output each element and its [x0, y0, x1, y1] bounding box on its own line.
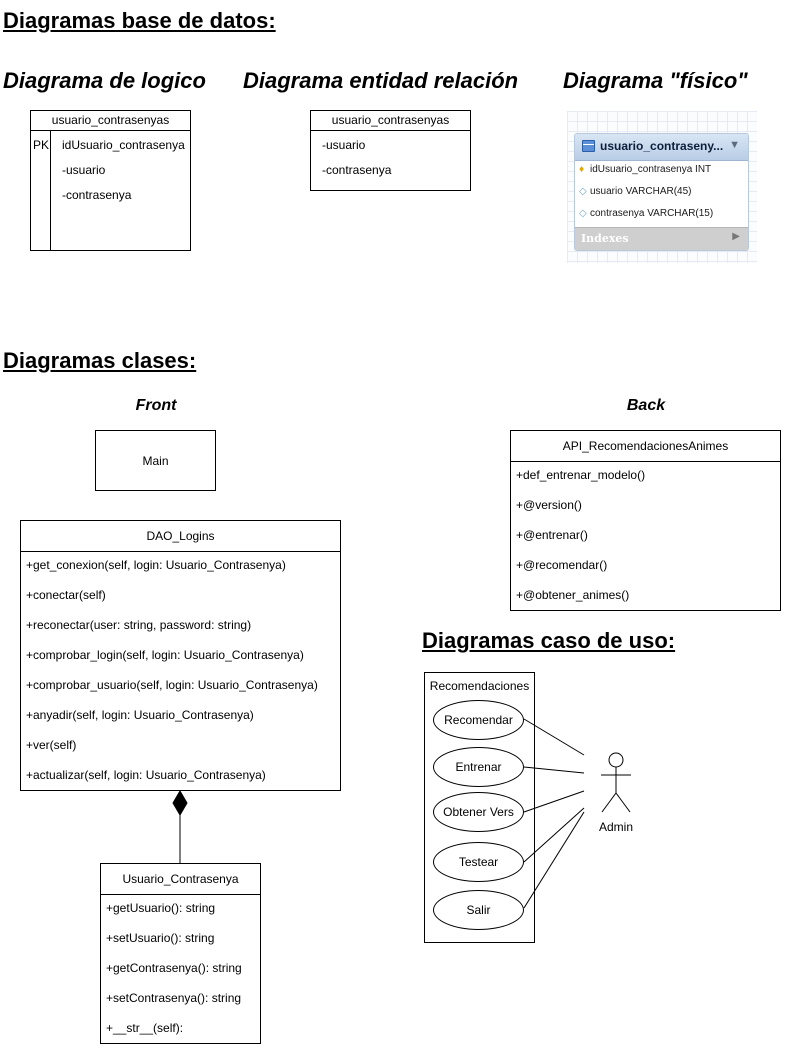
class-method: +conectar(self): [26, 588, 106, 602]
class-method: +setUsuario(): string: [106, 931, 215, 945]
use-case-entrenar[interactable]: Entrenar: [433, 747, 524, 787]
physical-table-header: usuario_contraseny... ▼: [575, 134, 748, 161]
diamond-icon: ◇: [579, 208, 587, 219]
composition-diamond-icon: [172, 790, 188, 816]
er-entity[interactable]: usuario_contrasenyas -usuario -contrasen…: [310, 110, 471, 191]
collapse-arrow-icon[interactable]: ▼: [729, 139, 740, 151]
heading-er-diagram: Diagrama entidad relación: [243, 68, 519, 93]
class-method: +actualizar(self, login: Usuario_Contras…: [26, 768, 266, 782]
table-icon: [582, 140, 595, 152]
class-method: +comprobar_usuario(self, login: Usuario_…: [26, 678, 318, 692]
class-method: +setContrasenya(): string: [106, 991, 242, 1005]
association-line: [523, 718, 585, 756]
diamond-icon: ◇: [579, 186, 587, 197]
er-entity-title: usuario_contrasenyas: [311, 111, 470, 131]
class-usuario-contrasenya-title: Usuario_Contrasenya: [101, 864, 260, 895]
logical-field: idUsuario_contrasenya: [62, 138, 185, 152]
logical-table-title: usuario_contrasenyas: [31, 111, 190, 131]
system-boundary-label: Recomendaciones: [429, 679, 530, 693]
class-usuario-contrasenya[interactable]: Usuario_Contrasenya +getUsuario(): strin…: [100, 863, 261, 1044]
association-line: [523, 790, 585, 813]
class-main-title: Main: [142, 453, 169, 468]
actor-icon: [601, 752, 631, 813]
class-method: +anyadir(self, login: Usuario_Contraseny…: [26, 708, 254, 722]
physical-column: ◇usuario VARCHAR(45): [579, 186, 692, 197]
heading-class-diagrams: Diagramas clases:: [3, 348, 197, 373]
class-api-recomendaciones-title: API_RecomendacionesAnimes: [511, 431, 780, 462]
logical-pk-divider: [50, 131, 51, 250]
class-method: +@entrenar(): [516, 528, 588, 542]
class-dao-logins[interactable]: DAO_Logins +get_conexion(self, login: Us…: [20, 520, 341, 791]
logical-table[interactable]: usuario_contrasenyas PK idUsuario_contra…: [30, 110, 191, 251]
physical-table[interactable]: usuario_contraseny... ▼ ♦idUsuario_contr…: [574, 133, 749, 251]
association-line: [523, 811, 585, 909]
heading-use-case-diagrams: Diagramas caso de uso:: [422, 628, 676, 653]
composition-connector: [172, 790, 188, 863]
heading-physical-diagram: Diagrama "físico": [563, 68, 748, 93]
heading-logical-diagram: Diagrama de logico: [3, 68, 206, 93]
use-case-salir[interactable]: Salir: [433, 890, 524, 930]
use-case-recomendar[interactable]: Recomendar: [433, 700, 524, 740]
class-method: +__str__(self):: [106, 1021, 184, 1035]
physical-column: ♦idUsuario_contrasenya INT: [579, 164, 712, 175]
class-method: +ver(self): [26, 738, 77, 752]
class-method: +getContrasenya(): string: [106, 961, 242, 975]
expand-arrow-icon[interactable]: ▶: [732, 231, 740, 242]
association-line: [523, 807, 585, 863]
association-line: [523, 766, 585, 774]
class-method: +get_conexion(self, login: Usuario_Contr…: [26, 558, 286, 572]
class-method: +getUsuario(): string: [106, 901, 216, 915]
logical-field: -usuario: [62, 163, 106, 177]
indexes-label: Indexes: [581, 232, 629, 245]
class-dao-logins-title: DAO_Logins: [21, 521, 340, 552]
use-case-obtener-vers[interactable]: Obtener Vers: [433, 792, 524, 832]
class-main[interactable]: Main: [95, 430, 216, 491]
class-api-recomendaciones[interactable]: API_RecomendacionesAnimes +def_entrenar_…: [510, 430, 781, 611]
heading-db-diagrams: Diagramas base de datos:: [3, 8, 276, 33]
class-method: +def_entrenar_modelo(): [516, 468, 646, 482]
actor-label: Admin: [598, 820, 633, 834]
physical-indexes-bar[interactable]: Indexes ▶: [575, 227, 748, 250]
class-method: +reconectar(user: string, password: stri…: [26, 618, 252, 632]
physical-column: ◇contrasenya VARCHAR(15): [579, 208, 714, 219]
physical-table-title: usuario_contraseny...: [600, 139, 724, 153]
use-case-associations: [523, 718, 631, 909]
class-method: +comprobar_login(self, login: Usuario_Co…: [26, 648, 304, 662]
logical-pk-label: PK: [33, 138, 50, 152]
logical-field: -contrasenya: [62, 188, 132, 202]
heading-front: Front: [135, 397, 177, 414]
heading-back: Back: [626, 397, 666, 414]
er-attribute: -usuario: [322, 138, 366, 152]
key-icon: ♦: [579, 164, 585, 175]
class-method: +@version(): [516, 498, 582, 512]
er-attribute: -contrasenya: [322, 163, 392, 177]
class-method: +@recomendar(): [516, 558, 608, 572]
class-method: +@obtener_animes(): [516, 588, 630, 602]
use-case-testear[interactable]: Testear: [433, 842, 524, 882]
